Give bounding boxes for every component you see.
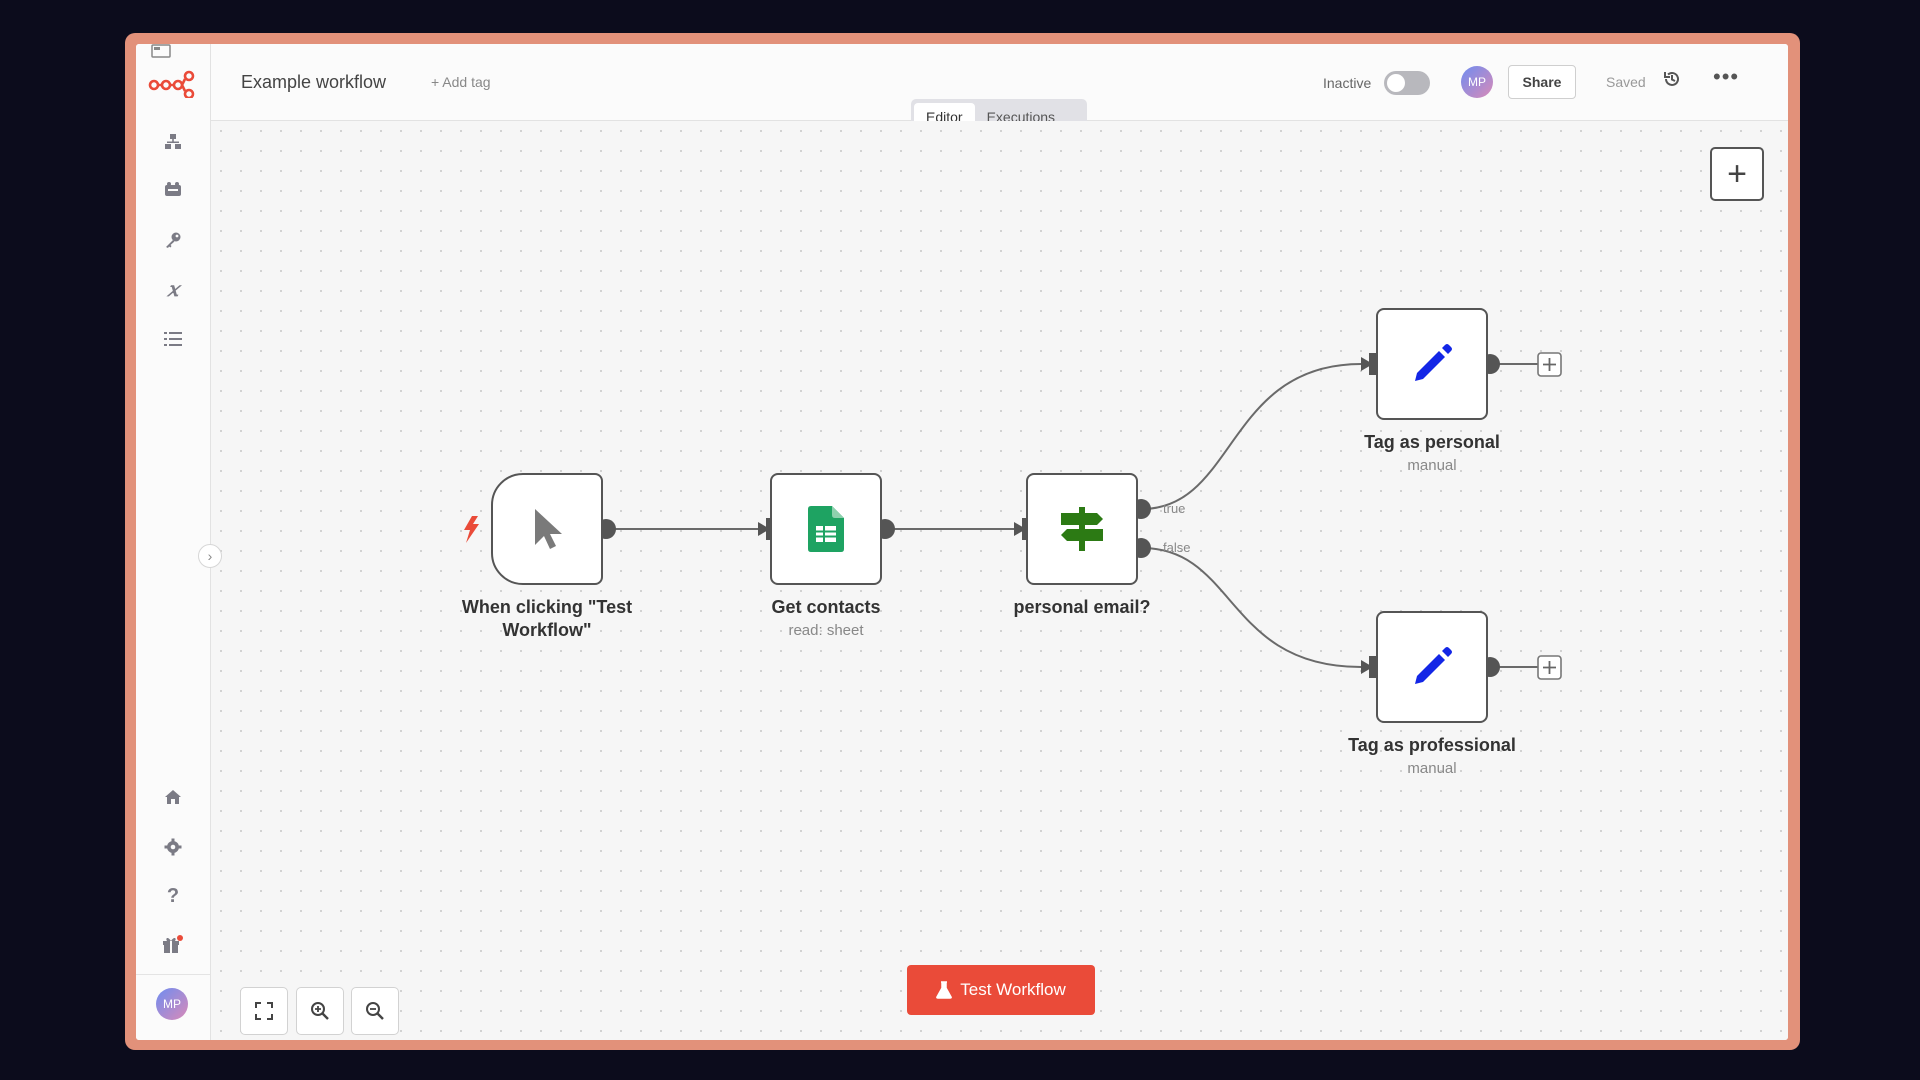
active-status-label: Inactive bbox=[1323, 75, 1372, 91]
zoom-out-icon bbox=[366, 1002, 384, 1020]
connection-true-branch[interactable] bbox=[1141, 363, 1362, 510]
branch-label-false: false bbox=[1163, 540, 1191, 555]
node-label-sheets: Get contacts bbox=[771, 597, 881, 617]
user-avatar[interactable]: MP bbox=[156, 988, 188, 1020]
node-subtitle-sheets: read: sheet bbox=[788, 622, 864, 639]
workflow-canvas[interactable] bbox=[211, 121, 1788, 1040]
signpost-icon bbox=[1061, 507, 1103, 551]
input-handle[interactable] bbox=[1369, 656, 1376, 678]
chevron-right-icon: › bbox=[207, 548, 213, 564]
credentials-icon[interactable] bbox=[161, 228, 185, 252]
fit-view-button[interactable] bbox=[240, 987, 288, 1035]
app-window: 𝑥 ? MP › Example workflow + Add tag Inac… bbox=[136, 44, 1788, 1040]
node-label-professional: Tag as professional bbox=[1348, 735, 1516, 755]
node-manual-trigger[interactable] bbox=[491, 473, 603, 585]
fullscreen-icon bbox=[255, 1002, 273, 1020]
input-handle[interactable] bbox=[1022, 518, 1029, 540]
connection-false-branch[interactable] bbox=[1141, 547, 1362, 668]
branch-label-true: true bbox=[1163, 501, 1186, 516]
pencil-icon bbox=[1415, 344, 1452, 381]
arrow-head bbox=[1361, 660, 1373, 674]
arrow-head bbox=[1014, 522, 1026, 536]
pencil-icon bbox=[1415, 647, 1452, 684]
zoom-in-button[interactable] bbox=[296, 987, 344, 1035]
add-tag-button[interactable]: + Add tag bbox=[431, 74, 491, 90]
zoom-out-button[interactable] bbox=[351, 987, 399, 1035]
executions-icon[interactable] bbox=[161, 327, 185, 351]
sidebar-divider bbox=[136, 974, 210, 975]
flask-icon bbox=[936, 981, 953, 999]
node-tag-professional[interactable] bbox=[1376, 611, 1488, 723]
variables-icon[interactable]: 𝑥 bbox=[167, 277, 179, 301]
workflow-title[interactable]: Example workflow bbox=[241, 72, 387, 92]
node-label-trigger: When clicking "Test Workflow" bbox=[461, 597, 633, 640]
add-next-node-personal[interactable] bbox=[1537, 352, 1562, 377]
node-subtitle-professional: manual bbox=[1407, 760, 1457, 777]
node-label-personal: Tag as personal bbox=[1364, 432, 1500, 452]
input-handle[interactable] bbox=[1369, 353, 1376, 375]
sidebar: 𝑥 ? MP bbox=[136, 44, 211, 1040]
more-options-icon[interactable]: ••• bbox=[1713, 64, 1740, 89]
help-icon[interactable]: ? bbox=[166, 884, 180, 907]
share-button[interactable]: Share bbox=[1508, 65, 1576, 99]
node-subtitle-personal: manual bbox=[1407, 457, 1457, 474]
sidebar-collapse-button[interactable]: › bbox=[198, 544, 222, 568]
cursor-icon bbox=[535, 509, 562, 549]
node-tag-personal[interactable] bbox=[1376, 308, 1488, 420]
zoom-in-icon bbox=[311, 1002, 329, 1020]
saved-status: Saved bbox=[1606, 74, 1646, 90]
google-sheets-icon bbox=[808, 506, 844, 552]
trigger-bolt-icon bbox=[464, 516, 479, 543]
test-workflow-button[interactable]: Test Workflow bbox=[907, 965, 1095, 1015]
n8n-logo-icon[interactable] bbox=[148, 68, 196, 98]
input-handle[interactable] bbox=[766, 518, 773, 540]
active-toggle[interactable] bbox=[1384, 71, 1430, 95]
test-workflow-label: Test Workflow bbox=[960, 980, 1066, 999]
arrow-head bbox=[1361, 357, 1373, 371]
settings-icon[interactable] bbox=[161, 835, 185, 859]
home-icon[interactable] bbox=[161, 785, 185, 809]
whats-new-icon[interactable] bbox=[161, 932, 185, 956]
workflows-icon[interactable] bbox=[161, 130, 185, 154]
add-node-button[interactable]: + bbox=[1710, 147, 1764, 201]
add-next-node-professional[interactable] bbox=[1537, 655, 1562, 680]
connections-layer bbox=[464, 352, 1562, 680]
node-label-if: personal email? bbox=[1013, 597, 1151, 617]
toggle-knob bbox=[1387, 74, 1405, 92]
templates-icon[interactable] bbox=[161, 178, 185, 202]
arrow-head bbox=[758, 522, 770, 536]
plus-icon: + bbox=[1727, 154, 1747, 193]
node-if[interactable] bbox=[1026, 473, 1138, 585]
history-icon[interactable] bbox=[1662, 69, 1682, 95]
collaborator-avatar: MP bbox=[1461, 66, 1493, 98]
sidebar-top-icon bbox=[151, 44, 171, 58]
node-google-sheets[interactable] bbox=[770, 473, 882, 585]
